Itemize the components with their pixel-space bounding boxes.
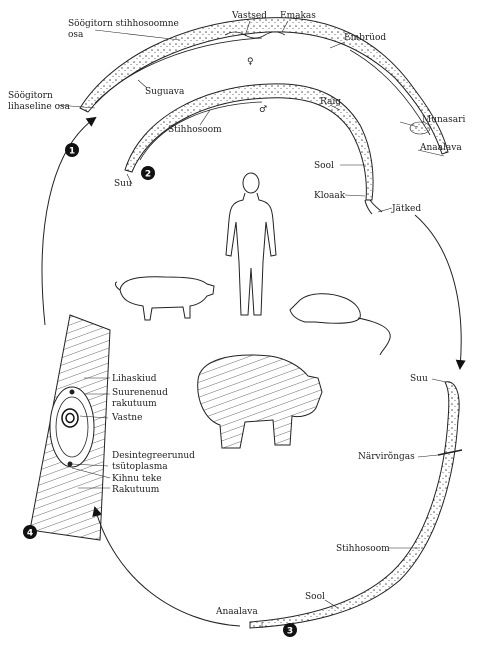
label-vastne: Vastne (111, 413, 142, 423)
step-3-badge: 3 (283, 623, 297, 637)
label-anaalava-bottom: Anaalava (215, 607, 258, 617)
label-lihaskiud: Lihaskiud (112, 374, 157, 384)
label-raig: Raig (320, 97, 341, 107)
step-1-badge: 1 (65, 143, 79, 157)
pig-figure (115, 277, 214, 320)
label-rakutuum1: rakutuum (112, 399, 157, 409)
label-emakas: Emakas (280, 11, 316, 21)
rat-figure (290, 294, 390, 355)
label-sool-male: Sool (314, 161, 334, 171)
label-sool-larva: Sool (305, 592, 325, 602)
label-osa: osa (68, 30, 84, 40)
label-seagitorn-lihaseline: Söögitorn (8, 91, 53, 101)
label-narvirongas: Närvirõngas (358, 451, 415, 462)
step-1-number: 1 (69, 147, 75, 157)
label-suguava: Suguava (145, 87, 185, 97)
label-tsutoplasma: tsütoplasma (112, 462, 168, 472)
label-kloaak: Kloaak (314, 191, 346, 201)
step-4-number: 4 (27, 529, 33, 539)
label-seagitorn-stihhosoomne: Söögitorn stihhosoomne (68, 19, 179, 29)
bear-figure (198, 355, 322, 448)
step-4-badge: 4 (23, 525, 37, 539)
label-jatked: Jätked (391, 204, 421, 214)
label-munasari: Munasari (422, 115, 465, 125)
step-2-number: 2 (145, 170, 151, 180)
label-lihaseline-osa: lihaseline osa (8, 102, 71, 112)
label-embruod: Embrüod (344, 33, 386, 43)
label-suurenenud: Suurenenud (112, 388, 168, 398)
label-stihhosoom-male: Stihhosoom (168, 125, 222, 135)
label-desintegreerunud: Desintegreerunud (112, 451, 195, 461)
muscle-cyst-figure (30, 315, 110, 540)
step-3-number: 3 (287, 627, 293, 637)
label-stihhosoom-larva: Stihhosoom (336, 544, 390, 554)
leader-lines (58, 21, 446, 628)
label-anaalava-top: Anaalava (419, 143, 462, 153)
human-figure (226, 173, 276, 315)
label-rakutuum2: Rakutuum (112, 485, 160, 495)
label-suu-larva: Suu (410, 374, 428, 384)
label-suu-male: Suu (114, 179, 132, 189)
step-2-badge: 2 (141, 166, 155, 180)
label-vastsed: Vastsed (231, 11, 267, 21)
female-symbol: ♀ (247, 57, 254, 67)
male-symbol: ♂ (259, 105, 267, 115)
label-kihnu-teke: Kihnu teke (112, 474, 162, 484)
